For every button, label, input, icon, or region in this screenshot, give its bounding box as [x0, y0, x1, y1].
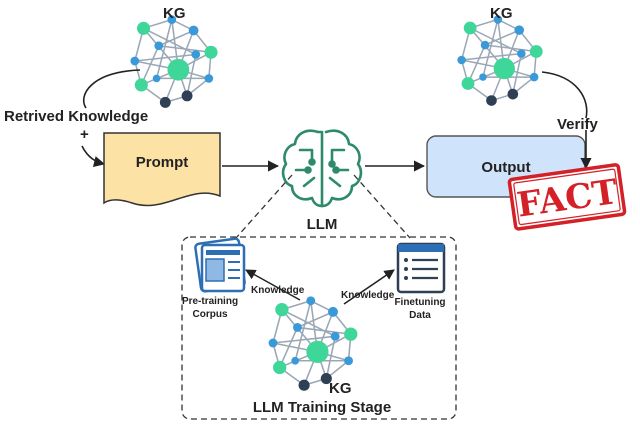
llm-dash-left — [235, 174, 293, 239]
knowledge-graph-icon — [456, 14, 544, 107]
prompt-label: Prompt — [136, 154, 189, 171]
plus-label: + — [80, 126, 89, 143]
kg-top-right-label: KG — [490, 5, 513, 22]
kg-top-right: KG — [456, 5, 544, 107]
training-stage-container — [181, 236, 457, 420]
verify-arrow-curve — [541, 71, 588, 119]
retrieval-arrow — [82, 69, 141, 109]
llm-label: LLM — [307, 216, 338, 233]
llm-dash-right — [353, 174, 411, 239]
pretraining-label-line2: Corpus — [193, 309, 228, 320]
kg-top-left: KG — [129, 5, 219, 109]
stamp-icon: FACT — [507, 163, 627, 231]
retrieved-knowledge-label: Retrived Knowledge — [4, 108, 148, 125]
prompt-box: Prompt — [103, 132, 221, 207]
kg-top-left-label: KG — [163, 5, 186, 22]
finetuning-label-line2: Data — [409, 310, 431, 321]
pretraining-label-line1: Pre-training — [182, 296, 238, 307]
document-stack-icon — [194, 237, 246, 293]
knowledge-to-pretraining-arrow — [245, 269, 301, 301]
knowledge-right-label: Knowledge — [341, 290, 395, 301]
finetuning-label-line1: Finetuning — [394, 297, 445, 308]
brain-circuit-icon — [281, 129, 363, 208]
plus-to-prompt-arrow — [81, 145, 106, 167]
knowledge-to-finetuning-arrow — [343, 269, 395, 305]
knowledge-graph-icon — [267, 295, 359, 392]
kg-bottom: KG — [267, 295, 359, 397]
verify-label: Verify — [557, 116, 599, 133]
training-stage-label: LLM Training Stage — [253, 399, 391, 416]
kg-bottom-label: KG — [329, 380, 352, 397]
output-label: Output — [481, 159, 530, 176]
knowledge-left-label: Knowledge — [251, 285, 305, 296]
list-document-icon — [396, 242, 446, 294]
knowledge-graph-icon — [129, 14, 219, 109]
